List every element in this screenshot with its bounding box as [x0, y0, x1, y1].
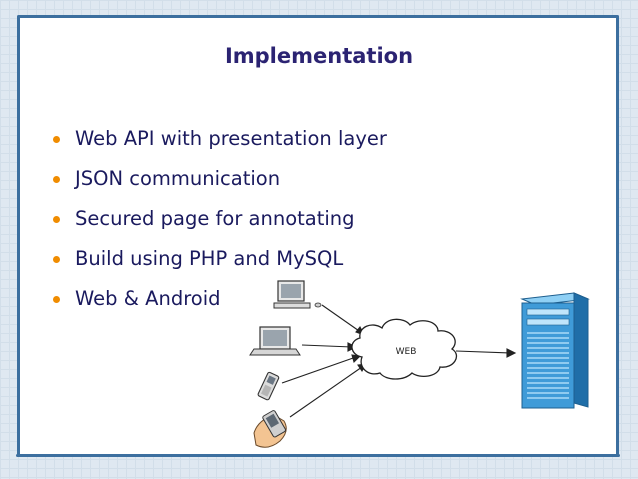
bullet-dot-icon [53, 296, 60, 303]
bullet-text: Web API with presentation layer [75, 127, 387, 150]
frame-edge-bottom [16, 454, 620, 457]
client-arrows [281, 304, 368, 418]
frame-edge-left [17, 15, 20, 457]
bullet-item: Secured page for annotating [51, 204, 387, 244]
mobile-phone-icon [257, 371, 280, 401]
handheld-device-icon [253, 410, 287, 448]
desktop-computer-icon [273, 280, 322, 309]
frame-edge-right [616, 15, 619, 457]
cloud-label: WEB [396, 347, 417, 357]
bullet-item: Build using PHP and MySQL [51, 244, 387, 284]
bullet-dot-icon [53, 216, 60, 223]
slide-title: Implementation [224, 44, 414, 68]
frame-edge-top [18, 15, 618, 18]
server-icon [520, 292, 590, 409]
bullet-item: Web & Android [51, 284, 387, 324]
bullet-dot-icon [53, 176, 60, 183]
bullet-dot-icon [53, 256, 60, 263]
bullet-item: Web API with presentation layer [51, 124, 387, 164]
paper-sheet [20, 17, 616, 454]
bullet-list: Web API with presentation layer JSON com… [51, 124, 387, 324]
bullet-text: Web & Android [75, 287, 221, 310]
bullet-item: JSON communication [51, 164, 387, 204]
server-arrow [455, 348, 517, 358]
bullet-dot-icon [53, 136, 60, 143]
web-architecture-diagram: WEB [249, 280, 590, 448]
web-cloud-icon: WEB [351, 318, 457, 380]
bullet-text: Build using PHP and MySQL [75, 247, 344, 270]
bullet-text: JSON communication [75, 167, 281, 190]
laptop-icon [249, 326, 301, 356]
bullet-text: Secured page for annotating [75, 207, 355, 230]
